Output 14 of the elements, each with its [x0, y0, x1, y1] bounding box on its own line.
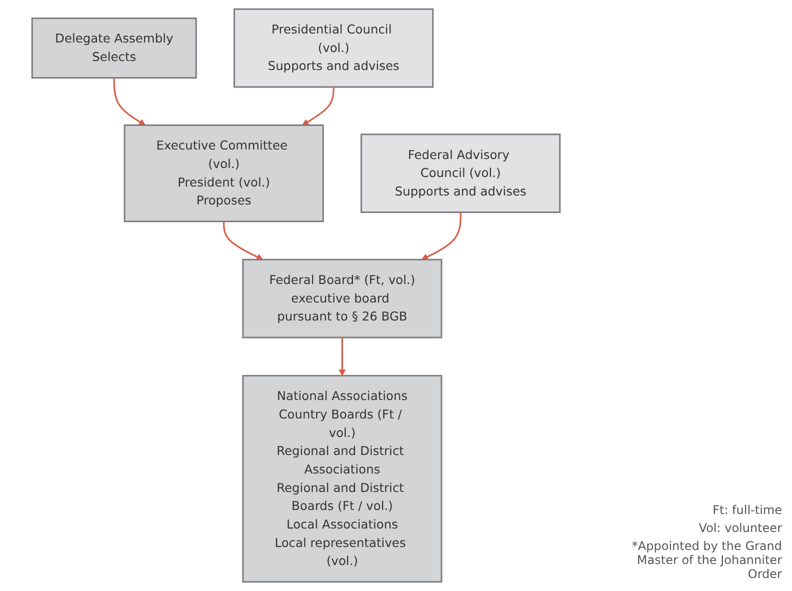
node-box: Delegate Assembly Selects [31, 18, 197, 79]
node-box: National Associations Country Boards (Ft / vol.) Regional and District Associations Regional and District Boards (Ft / vol.) Local Associations Local representatives (vol.) [242, 374, 442, 583]
node-box: Executive Committee (vol.) President (vol.) Proposes [124, 124, 324, 222]
arrow [338, 338, 346, 376]
footnote-text: Ft: full-time [712, 503, 782, 517]
arrow [113, 78, 146, 126]
footnote-text: *Appointed by the Grand Master of the Johanniter Order [630, 539, 782, 581]
node-box: Federal Board* (Ft, vol.) executive board pursuant to § 26 BGB [242, 258, 442, 338]
arrow [302, 87, 334, 126]
arrow [421, 212, 462, 260]
arrow [223, 221, 264, 260]
node-box: Presidential Council (vol.) Supports and advises [234, 8, 434, 88]
node-box: Federal Advisory Council (vol.) Supports and advises [360, 134, 561, 214]
footnote-text: Vol: volunteer [698, 521, 782, 535]
